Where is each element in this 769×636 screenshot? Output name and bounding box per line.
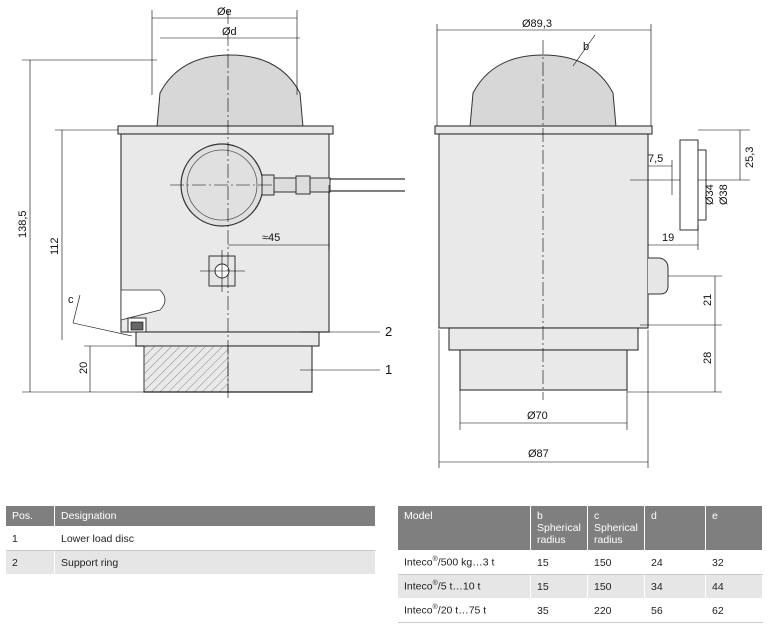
model-header: Model: [398, 505, 531, 551]
dim-c: c: [68, 294, 74, 306]
dim-height-body: 112: [49, 237, 61, 255]
designation-cell: Lower load disc: [54, 526, 376, 551]
dim-75: 7,5: [648, 153, 663, 165]
callout-1: 1: [385, 362, 392, 377]
model-cell: Inteco®/5 t…10 t: [398, 574, 531, 599]
c-cell: 220: [587, 598, 645, 623]
table-row: 2 Support ring: [6, 550, 376, 575]
b-cell: 15: [530, 574, 588, 599]
dim-height-total: 138,5: [17, 210, 29, 238]
dim-87: Ø87: [528, 448, 549, 460]
dim-d: Ød: [222, 26, 237, 38]
d-header: d: [644, 505, 706, 551]
c-header-label: c: [594, 510, 600, 522]
b-header-sub: Spherical radius: [537, 522, 581, 546]
load-dome: [156, 54, 304, 128]
model-cell: Inteco®/500 kg…3 t: [398, 550, 531, 575]
c-cell: 150: [587, 550, 645, 575]
dim-offset: ≈45: [262, 232, 280, 244]
support-ring: [135, 331, 320, 347]
dim-28: 28: [702, 352, 714, 364]
e-cell: 32: [705, 550, 763, 575]
b-header-label: b: [537, 510, 543, 522]
pos-header: Pos.: [6, 505, 55, 527]
dim-e: Øe: [217, 6, 232, 18]
model-table: Model b Spherical radius c Spherical rad…: [398, 505, 763, 623]
designation-header: Designation: [54, 505, 376, 527]
c-cell: 150: [587, 574, 645, 599]
b-cell: 15: [530, 550, 588, 575]
dim-bottom: 20: [78, 362, 90, 374]
dim-21: 21: [702, 294, 714, 306]
b-header: b Spherical radius: [530, 505, 588, 551]
position-table: Pos. Designation 1 Lower load disc 2 Sup…: [6, 505, 376, 575]
dim-top-width: Ø89,3: [522, 18, 552, 30]
technical-drawing: Øe Ød 138,5 112 20 c ≈45 2 1: [17, 6, 756, 468]
dim-19: 19: [662, 232, 674, 244]
dim-38: Ø38: [718, 184, 730, 205]
dim-70: Ø70: [527, 410, 548, 422]
table-row: Inteco®/5 t…10 t 15 150 34 44: [398, 574, 763, 599]
d-cell: 56: [644, 598, 706, 623]
right-view: Ø89,3 b 25,3 7,5 Ø34 Ø38 19 21 28: [434, 18, 756, 468]
table-row: Inteco®/20 t…75 t 35 220 56 62: [398, 598, 763, 623]
e-cell: 44: [705, 574, 763, 599]
designation-cell: Support ring: [54, 550, 376, 575]
table-row: 1 Lower load disc: [6, 526, 376, 551]
c-header-sub: Spherical radius: [594, 522, 638, 546]
model-cell: Inteco®/20 t…75 t: [398, 598, 531, 623]
dim-34: Ø34: [704, 184, 716, 205]
b-cell: 35: [530, 598, 588, 623]
c-header: c Spherical radius: [587, 505, 645, 551]
left-view: Øe Ød 138,5 112 20 c ≈45 2 1: [17, 6, 405, 400]
e-header: e: [705, 505, 763, 551]
d-cell: 24: [644, 550, 706, 575]
dim-253: 25,3: [744, 147, 756, 168]
d-cell: 34: [644, 574, 706, 599]
top-flange: [117, 125, 334, 135]
e-cell: 62: [705, 598, 763, 623]
pos-cell: 1: [6, 526, 55, 551]
body-housing-right: [438, 133, 649, 329]
dim-b: b: [583, 41, 589, 53]
pos-cell: 2: [6, 550, 55, 575]
table-row: Inteco®/500 kg…3 t 15 150 24 32: [398, 550, 763, 575]
callout-2: 2: [385, 324, 392, 339]
